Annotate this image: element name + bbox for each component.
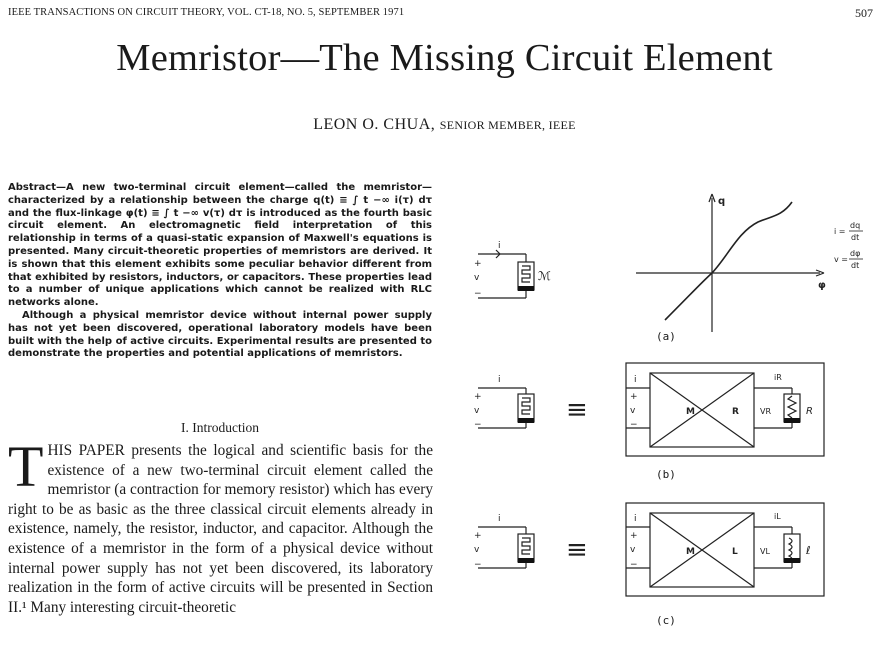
box-label-m-c: M	[686, 547, 695, 557]
intro-text: T HIS PAPER presents the logical and sci…	[8, 434, 433, 617]
minus-label-b: −	[474, 420, 482, 430]
inductor-label: ℓ	[805, 544, 811, 557]
plus-label-a: +	[474, 259, 482, 269]
box-label-m-b: M	[686, 407, 695, 417]
q-phi-plot	[636, 193, 825, 332]
running-header: IEEE TRANSACTIONS ON CIRCUIT THEORY, VOL…	[8, 7, 405, 18]
box-label-l-c: L	[732, 547, 738, 557]
resistor-label: R	[806, 406, 813, 417]
eq1-lhs: i =	[834, 227, 845, 236]
minus-label-a: −	[474, 289, 482, 299]
eq1-numerator: dq	[850, 221, 860, 230]
current-label-box-b: i	[634, 375, 637, 385]
eq2-numerator: dφ	[850, 249, 860, 258]
equivalence-symbol-c: ≡	[566, 535, 588, 565]
current-label-c: i	[498, 514, 501, 524]
drop-cap: T	[8, 434, 44, 499]
voltage-label-a: v	[474, 273, 480, 283]
plus-label-box-b: +	[630, 392, 638, 402]
voltage-label-c: v	[474, 545, 480, 555]
page-number: 507	[855, 6, 873, 20]
eq2-lhs: v =	[834, 255, 848, 264]
voltage-label-box-b: v	[630, 406, 636, 416]
current-label-a: i	[498, 241, 501, 251]
equivalent-circuit-c	[625, 502, 825, 597]
abstract-paragraph-2: Although a physical memristor device wit…	[8, 309, 433, 360]
q-axis-label: q	[718, 196, 725, 207]
equivalence-symbol-b: ≡	[566, 395, 588, 425]
figure-diagram: i + v − ℳ q φ i = dq dt v = dφ dt i + v …	[474, 193, 863, 597]
plus-label-b: +	[474, 392, 482, 402]
author-role: SENIOR MEMBER, IEEE	[439, 118, 576, 132]
eq1-denominator: dt	[851, 233, 859, 242]
load-voltage-label-c: VL	[760, 547, 770, 556]
author-name: LEON O. CHUA,	[313, 116, 436, 133]
intro-body: HIS PAPER presents the logical and scien…	[8, 442, 433, 616]
current-label-b: i	[498, 375, 501, 385]
plus-label-box-c: +	[630, 531, 638, 541]
load-current-label-c: iL	[774, 512, 781, 521]
author-line: LEON O. CHUA, SENIOR MEMBER, IEEE	[0, 116, 889, 134]
paper-title: Memristor—The Missing Circuit Element	[116, 37, 773, 79]
abstract-paragraph-1: Abstract—A new two-terminal circuit elem…	[8, 182, 432, 309]
minus-label-c: −	[474, 560, 482, 570]
load-current-label-b: iR	[774, 373, 782, 382]
box-label-r-b: R	[732, 407, 739, 417]
plus-label-c: +	[474, 531, 482, 541]
voltage-label-box-c: v	[630, 545, 636, 555]
load-voltage-label-b: VR	[760, 407, 771, 416]
abstract: Abstract—A new two-terminal circuit elem…	[8, 182, 432, 361]
current-label-box-c: i	[634, 514, 637, 524]
memristor-symbol-label: ℳ	[538, 269, 551, 283]
caption-b: (b)	[656, 468, 676, 481]
figure: i + v − ℳ q φ i = dq dt v = dφ dt i + v …	[460, 170, 885, 641]
minus-label-box-b: −	[630, 420, 638, 430]
minus-label-box-c: −	[630, 560, 638, 570]
caption-c: (c)	[656, 614, 676, 627]
voltage-label-b: v	[474, 406, 480, 416]
eq2-denominator: dt	[851, 261, 859, 270]
caption-a: (a)	[656, 330, 676, 343]
section-heading: I. Introduction	[181, 420, 259, 435]
equivalent-circuit-b	[625, 362, 825, 457]
phi-axis-label: φ	[818, 280, 826, 291]
